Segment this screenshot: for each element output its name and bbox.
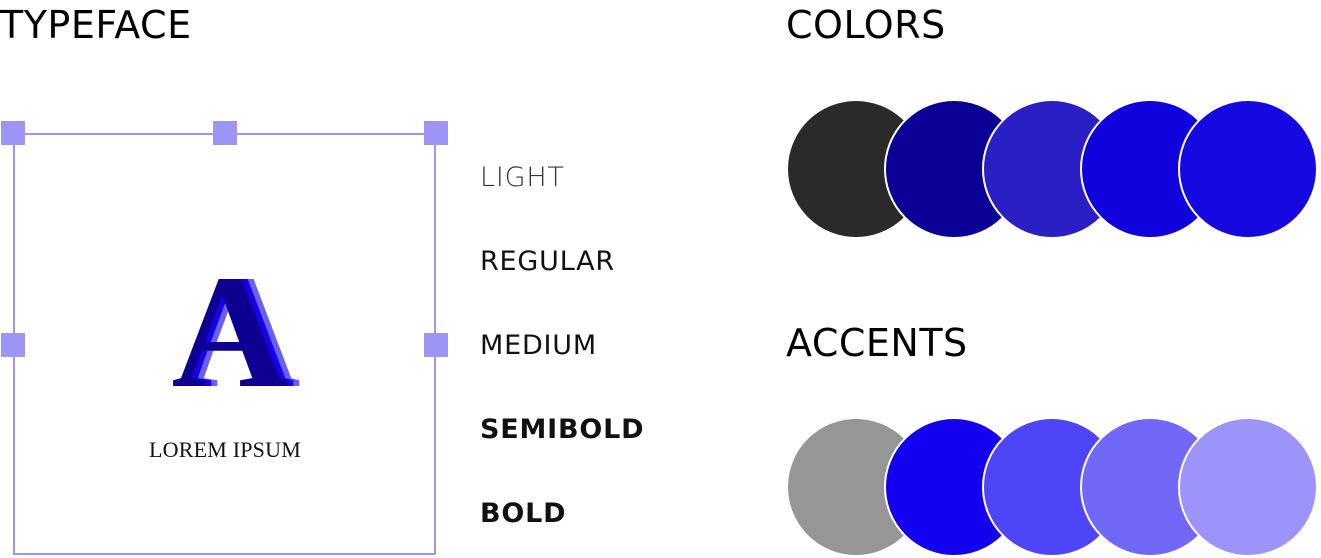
letter-layer-middle: A [178, 262, 295, 392]
letter-layer-back: A [184, 262, 301, 392]
resize-handle-middle-right[interactable] [424, 333, 448, 357]
color-swatch-5[interactable] [1178, 99, 1318, 239]
colors-swatch-row [786, 99, 1321, 239]
specimen-letter: A A A [150, 262, 310, 392]
weight-label-light: LIGHT [480, 162, 565, 193]
typeface-heading: TYPEFACE [0, 3, 192, 47]
accent-swatch-5[interactable] [1178, 417, 1318, 557]
specimen-sample-text: LOREM IPSUM [149, 437, 301, 462]
weight-label-medium: MEDIUM [480, 330, 597, 361]
weight-label-semibold: SEMIBOLD [480, 414, 645, 445]
letter-layer-front: A [172, 262, 289, 392]
resize-handle-top-center[interactable] [213, 121, 237, 145]
resize-handle-top-right[interactable] [424, 121, 448, 145]
specimen-letter-graphic: A A A [172, 262, 301, 392]
resize-handle-top-left[interactable] [1, 121, 25, 145]
weight-label-regular: REGULAR [480, 246, 615, 277]
weight-label-bold: BOLD [480, 498, 567, 529]
accents-heading: ACCENTS [786, 321, 968, 365]
accents-swatch-row [786, 417, 1321, 557]
colors-heading: COLORS [786, 3, 946, 47]
resize-handle-middle-left[interactable] [1, 333, 25, 357]
